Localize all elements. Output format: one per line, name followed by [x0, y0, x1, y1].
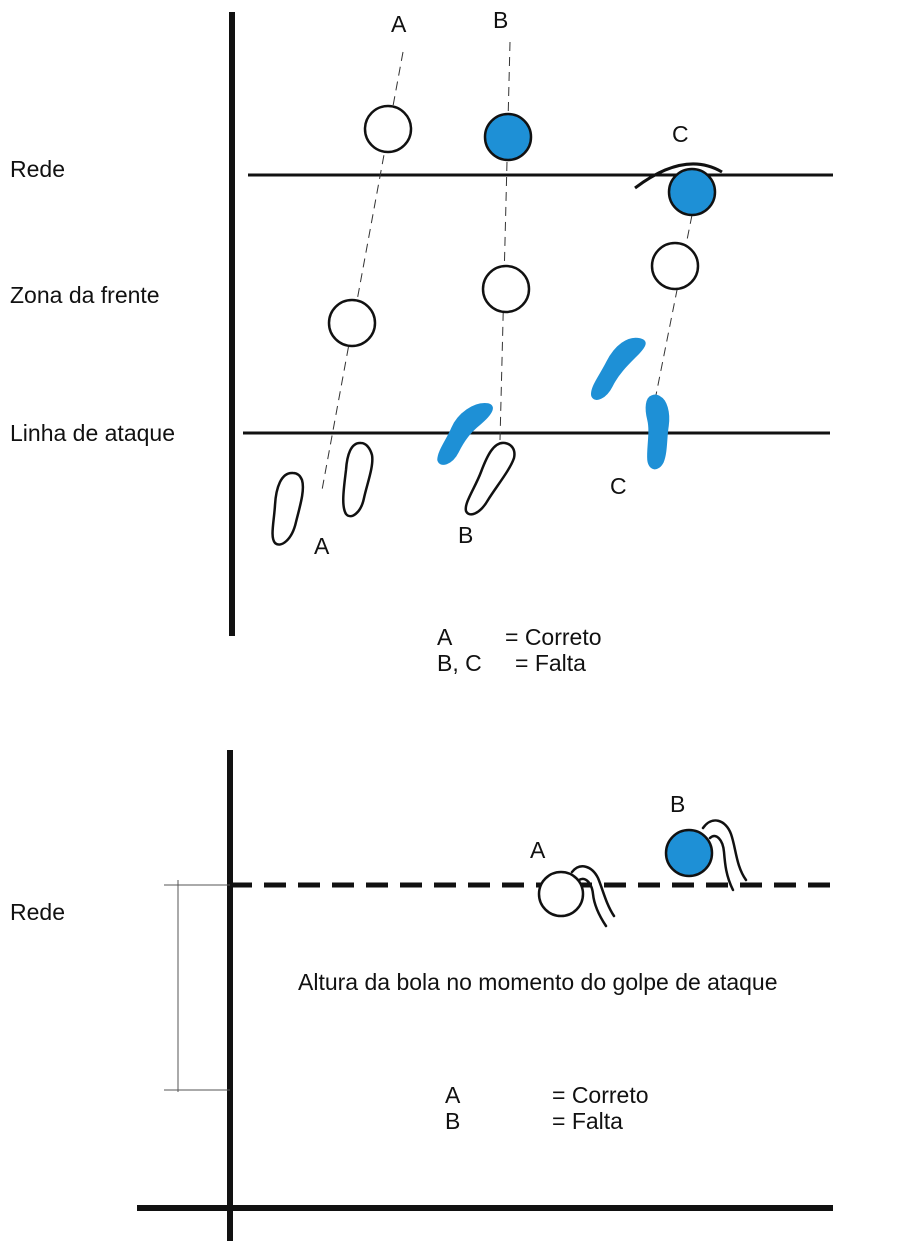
ball-a-high: [363, 104, 413, 154]
ball-c-fault: [667, 167, 717, 217]
top-legend-key-1: A: [437, 624, 453, 650]
trajectory-b-dashed-path: [499, 41, 511, 441]
net-height-bracket: [164, 880, 230, 1092]
bottom-legend-key-2: B: [445, 1108, 460, 1134]
footprints-b: B: [437, 403, 516, 548]
bottom-legend-key-1: A: [445, 1082, 461, 1108]
ball-height-caption: Altura da bola no momento do golpe de at…: [298, 969, 778, 995]
bottom-label-net: Rede: [10, 899, 65, 925]
trajectory-letter-b: B: [493, 7, 508, 33]
trajectory-b: B: [481, 7, 533, 441]
top-legend-value-2: = Falta: [515, 650, 586, 676]
footprint-a-left: [271, 471, 305, 546]
bottom-diagram: Rede Altura da bola no momento do golpe …: [10, 750, 833, 1241]
hand-arc-c: [634, 162, 723, 190]
footprint-a-right: [342, 441, 374, 518]
hand-a: [570, 865, 616, 928]
footprints-c: C: [591, 337, 670, 499]
footprint-c-lower: [645, 394, 670, 470]
bottom-legend-value-2: = Falta: [552, 1108, 623, 1134]
footprint-b-outline: [464, 441, 516, 516]
feet-letter-c: C: [610, 473, 627, 499]
label-front-zone: Zona da frente: [10, 282, 160, 308]
trajectory-letter-c: C: [672, 121, 689, 147]
ball-b: [664, 828, 714, 878]
ball-letter-a: A: [530, 837, 546, 863]
ball-c-low: [650, 241, 700, 291]
ball-a-with-hand: A: [530, 837, 616, 928]
ball-a: [537, 870, 585, 918]
bottom-legend-value-1: = Correto: [552, 1082, 649, 1108]
ball-letter-b: B: [670, 791, 685, 817]
top-legend: A = Correto B, C = Falta: [437, 624, 602, 676]
trajectory-c: C: [634, 121, 723, 406]
label-attack-line: Linha de ataque: [10, 420, 175, 446]
footprints-a: A: [271, 441, 374, 559]
label-net: Rede: [10, 156, 65, 182]
feet-letter-b: B: [458, 522, 473, 548]
bottom-legend: A = Correto B = Falta: [445, 1082, 649, 1134]
trajectory-letter-a: A: [391, 11, 407, 37]
ball-b-with-hand: B: [664, 791, 748, 892]
ball-b-low: [481, 264, 531, 314]
footprint-c-upper: [591, 337, 646, 400]
feet-letter-a: A: [314, 533, 330, 559]
top-legend-key-2: B, C: [437, 650, 482, 676]
footprint-b-fault: [437, 403, 493, 465]
ball-b-fault: [483, 112, 533, 162]
top-legend-value-1: = Correto: [505, 624, 602, 650]
trajectory-a: A: [321, 11, 413, 491]
top-diagram: Rede Zona da frente Linha de ataque A B …: [10, 7, 833, 676]
ball-a-low: [327, 298, 377, 348]
hand-b: [701, 819, 748, 892]
